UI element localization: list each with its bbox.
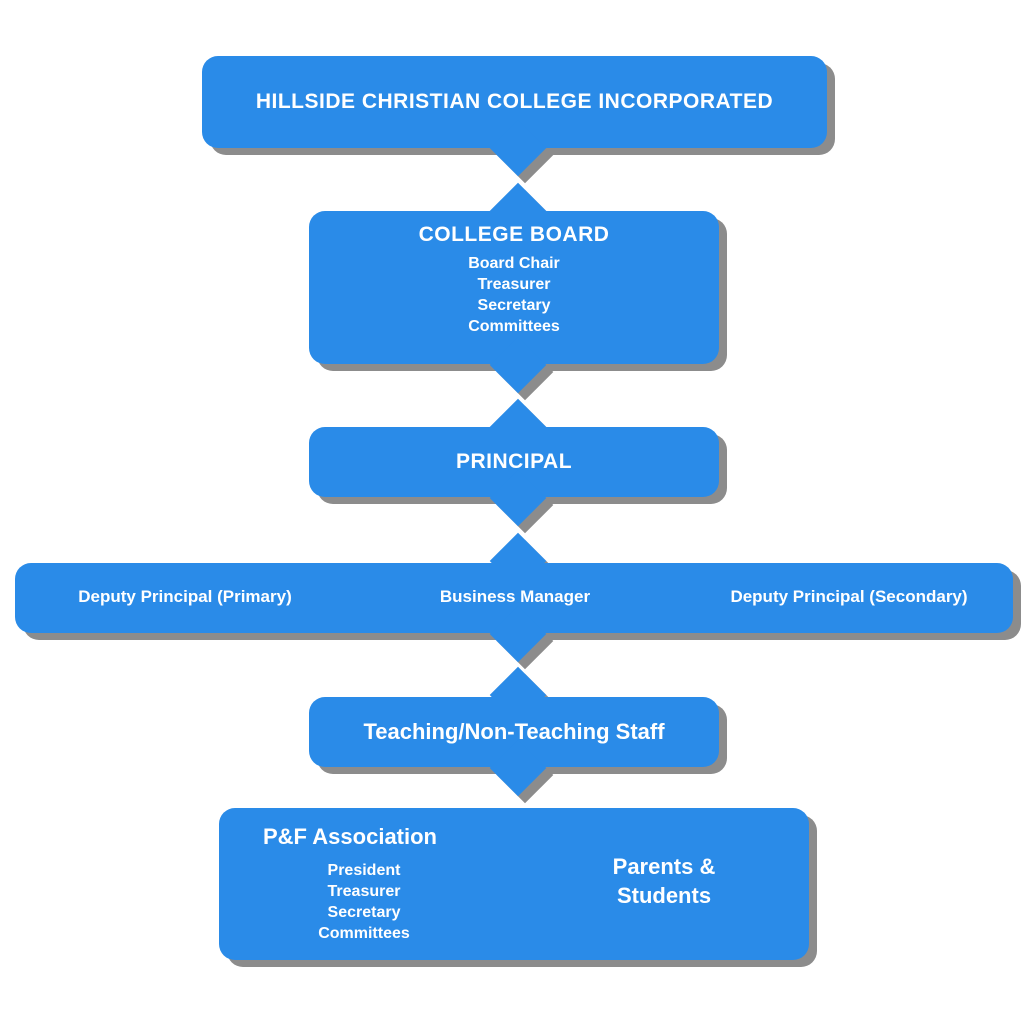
incorporated-title: HILLSIDE CHRISTIAN COLLEGE INCORPORATED [255, 90, 774, 113]
pf-member: Committees [318, 925, 410, 942]
community-box: P&F Association President Treasurer Secr… [219, 808, 809, 960]
pf-member: President [327, 862, 401, 879]
parents-label: Parents & [612, 854, 716, 879]
board-title: COLLEGE BOARD [418, 223, 610, 246]
board-member: Treasurer [477, 276, 551, 293]
board-member: Committees [468, 318, 560, 335]
incorporated-box: HILLSIDE CHRISTIAN COLLEGE INCORPORATED [202, 56, 827, 148]
students-label: Students [616, 883, 712, 908]
board-member: Board Chair [468, 255, 560, 272]
pf-association-title: P&F Association [263, 824, 437, 849]
staff-title: Teaching/Non-Teaching Staff [363, 719, 665, 744]
board-box: COLLEGE BOARD Board Chair Treasurer Secr… [309, 211, 719, 364]
deputy-principal-secondary: Deputy Principal (Secondary) [730, 587, 968, 606]
pf-member: Treasurer [327, 883, 401, 900]
principal-title: PRINCIPAL [455, 450, 573, 473]
pf-member: Secretary [327, 904, 401, 921]
deputy-principal-primary: Deputy Principal (Primary) [78, 587, 292, 606]
business-manager: Business Manager [439, 587, 591, 606]
board-member: Secretary [477, 297, 551, 314]
